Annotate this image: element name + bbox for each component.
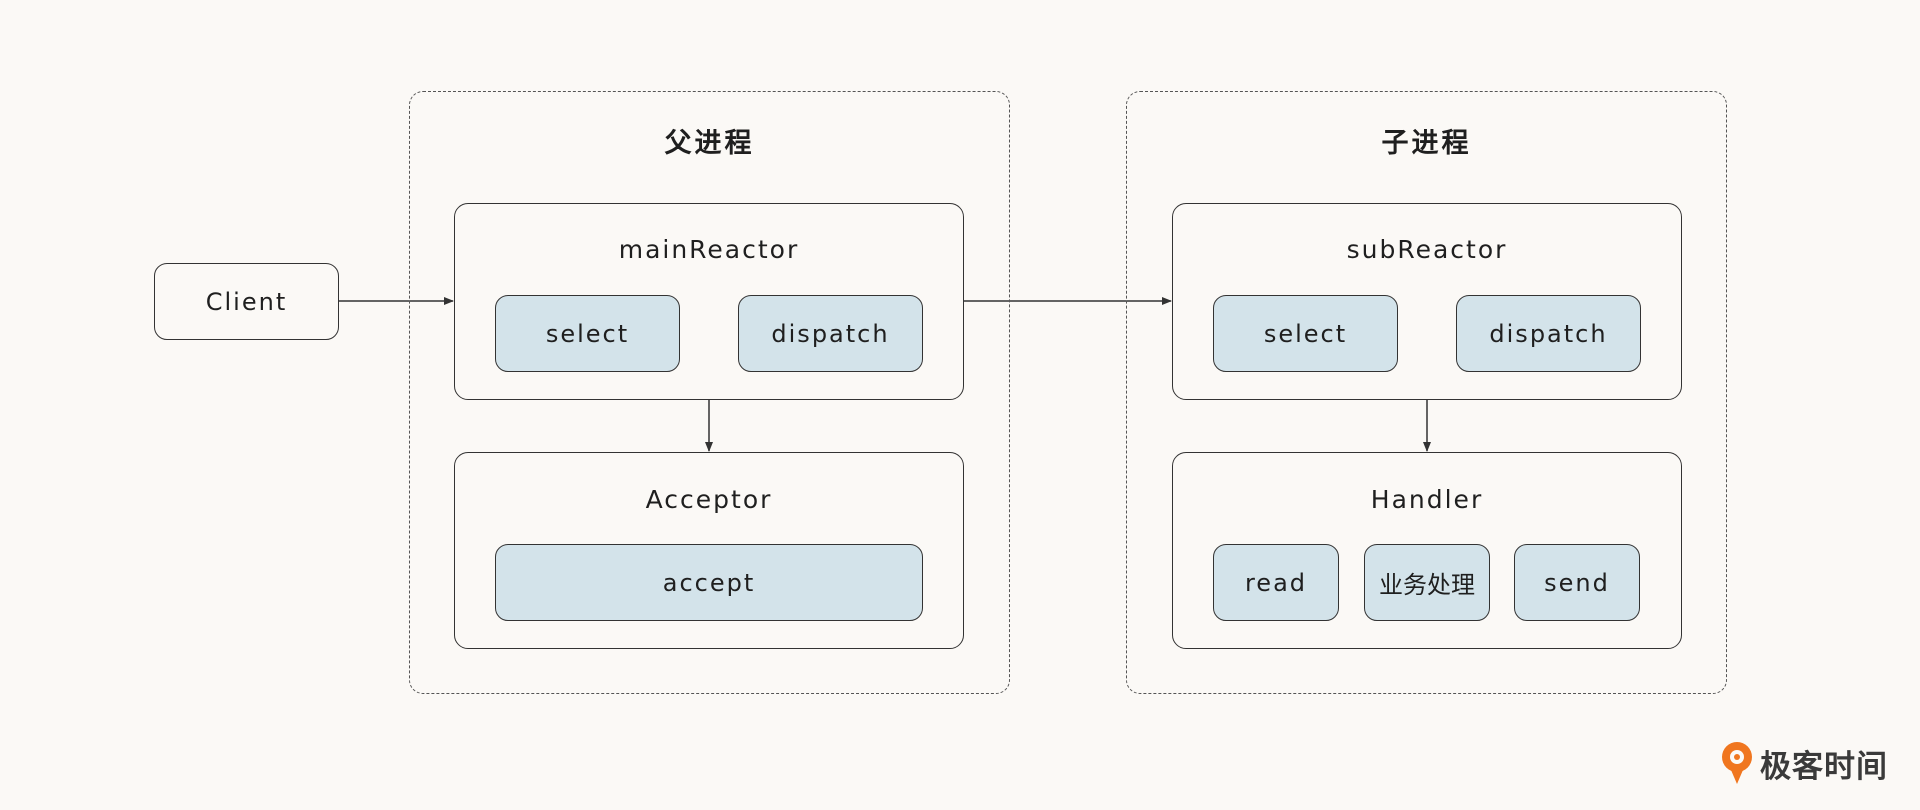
main-reactor-dispatch: dispatch [738, 295, 923, 372]
parent-process-group [409, 91, 1010, 694]
handler-read: read [1213, 544, 1339, 621]
child-process-group [1126, 91, 1727, 694]
sub-reactor-dispatch: dispatch [1456, 295, 1641, 372]
handler-business: 业务处理 [1364, 544, 1490, 621]
client-label: Client [205, 287, 288, 316]
handler-send: send [1514, 544, 1640, 621]
acceptor-accept: accept [495, 544, 923, 621]
brand-name: 极客时间 [1760, 748, 1888, 785]
sub-reactor-title: subReactor [1346, 235, 1508, 264]
handler-title: Handler [1370, 485, 1484, 514]
geektime-logo-icon [1722, 742, 1752, 784]
handler-business-label: 业务处理 [1379, 571, 1475, 599]
sub-reactor-select: select [1213, 295, 1398, 372]
handler-read-label: read [1244, 568, 1308, 597]
main-reactor-select-label: select [545, 319, 630, 348]
handler-send-label: send [1544, 568, 1610, 597]
sub-reactor-select-label: select [1263, 319, 1348, 348]
parent-process-title: 父进程 [664, 128, 755, 159]
main-reactor-select: select [495, 295, 680, 372]
main-reactor-title: mainReactor [618, 235, 800, 264]
client-node: Client [154, 263, 339, 340]
main-reactor-dispatch-label: dispatch [771, 319, 890, 348]
acceptor-title: Acceptor [645, 485, 773, 514]
brand-logo: 极客时间 [1718, 738, 1888, 788]
child-process-title: 子进程 [1381, 128, 1472, 159]
sub-reactor-dispatch-label: dispatch [1489, 319, 1608, 348]
acceptor-accept-label: accept [662, 568, 756, 597]
